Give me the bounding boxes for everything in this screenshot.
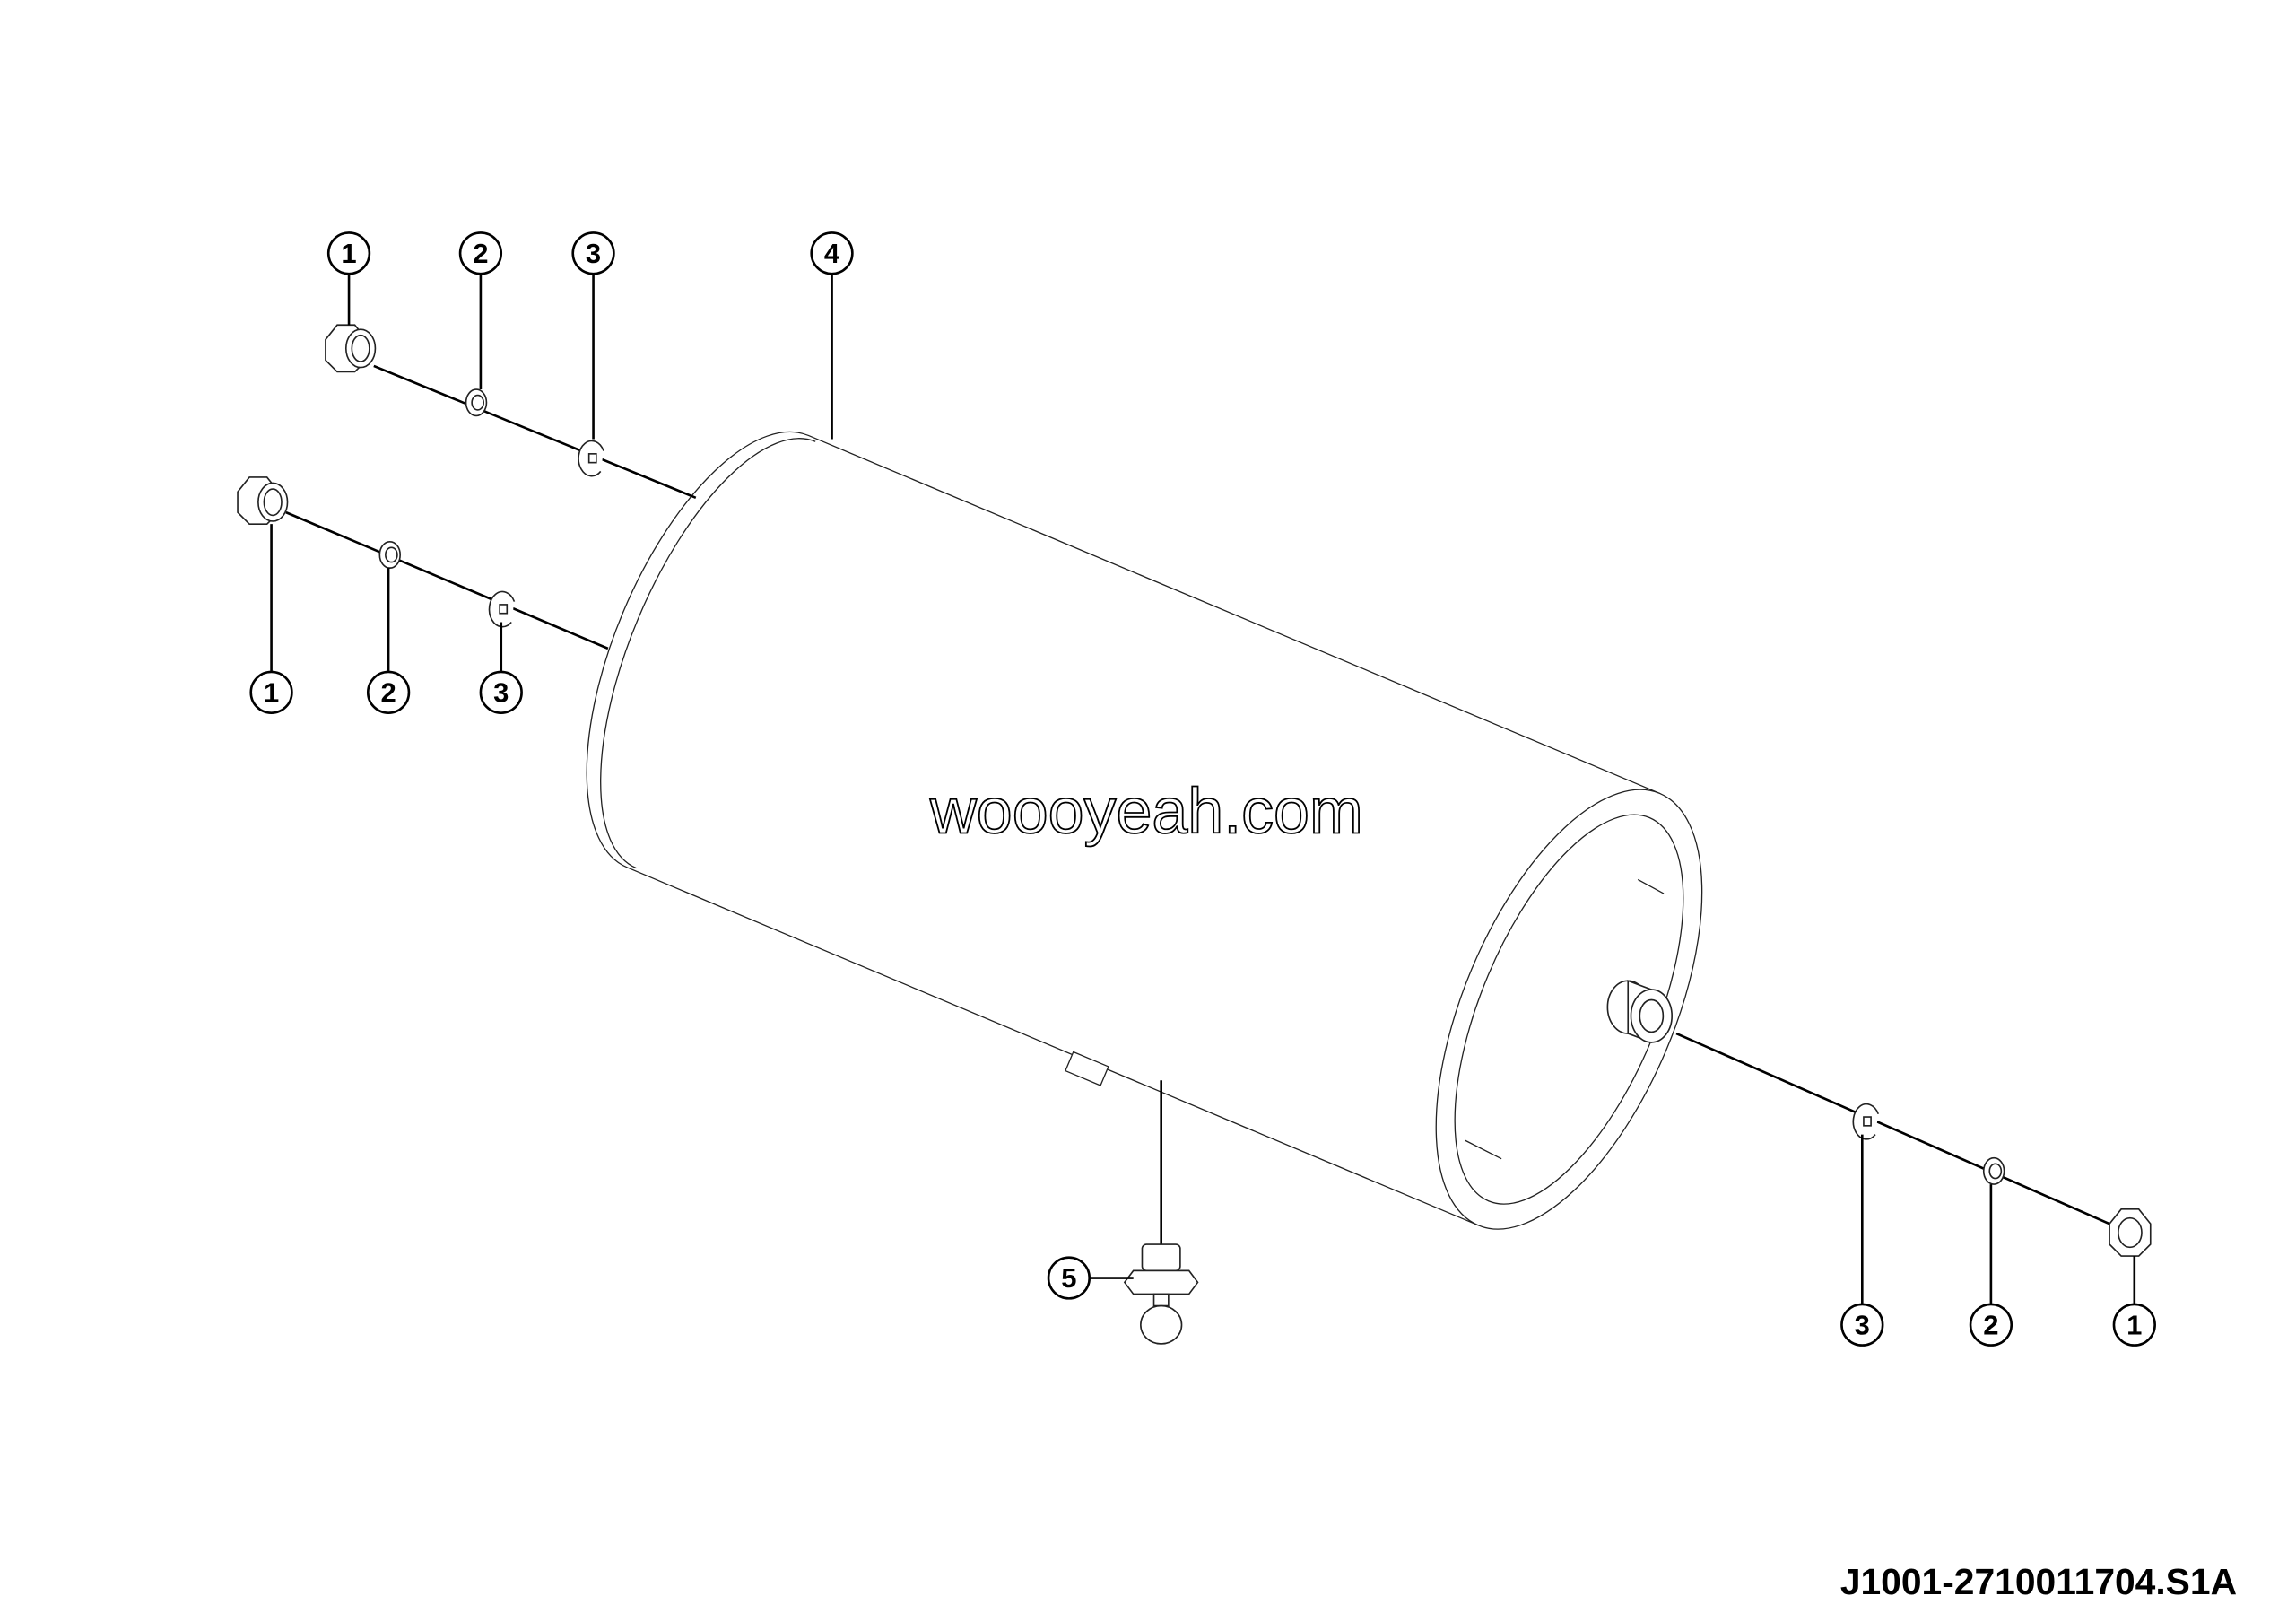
callout-4-tank: 4: [810, 231, 854, 275]
svg-text:3: 3: [1855, 1309, 1870, 1340]
callout-5-drain: 5: [1047, 1256, 1091, 1300]
ring-right: [1852, 1103, 1880, 1140]
callout-2-lower: 2: [366, 670, 411, 714]
ring-upper: [578, 440, 604, 477]
washer-lower: [378, 540, 401, 569]
callout-3-upper: 3: [571, 231, 615, 275]
svg-text:2: 2: [473, 238, 488, 269]
callout-1-right: 1: [2112, 1303, 2156, 1347]
explosion-lines: [285, 364, 2124, 1245]
svg-text:4: 4: [824, 238, 840, 269]
callout-2-right: 2: [1969, 1303, 2013, 1347]
callout-1-lower: 1: [249, 670, 293, 714]
washer-right: [1982, 1156, 2005, 1185]
svg-text:3: 3: [493, 676, 509, 708]
callout-2-upper: 2: [458, 231, 503, 275]
svg-text:1: 1: [264, 676, 279, 708]
callout-3-lower: 3: [479, 670, 523, 714]
drain-valve: [1123, 1243, 1199, 1345]
svg-text:2: 2: [380, 676, 396, 708]
drawing-number: J1001-2710011704.S1A: [1840, 1561, 2237, 1602]
svg-text:1: 1: [341, 238, 356, 269]
tank-outlet-fitting: [1606, 980, 1673, 1043]
ring-lower: [488, 590, 516, 628]
callout-3-right: 3: [1840, 1303, 1884, 1347]
svg-text:1: 1: [2126, 1309, 2142, 1340]
plug-upper: [325, 324, 377, 373]
svg-text:3: 3: [586, 238, 601, 269]
svg-text:2: 2: [1983, 1309, 1998, 1340]
watermark: woooyeah.com: [929, 775, 1363, 847]
svg-text:5: 5: [1061, 1262, 1076, 1294]
air-tank: [586, 431, 1703, 1230]
plug-right: [2109, 1208, 2152, 1257]
callout-leaders: [270, 274, 2136, 1304]
callout-1-upper: 1: [326, 231, 371, 275]
plug-lower: [237, 476, 289, 525]
washer-upper: [465, 388, 488, 417]
